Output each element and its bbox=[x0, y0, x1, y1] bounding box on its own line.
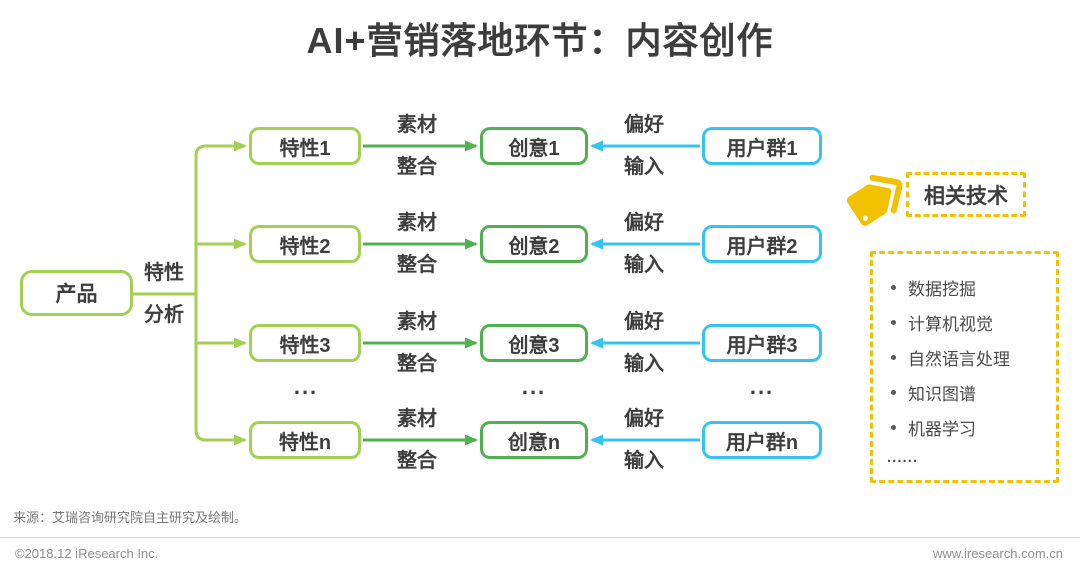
list-item: 数据挖掘 bbox=[887, 270, 1046, 305]
preference-input-label-1: 偏好输入 bbox=[624, 114, 664, 178]
feature-label-1: 特性1 bbox=[279, 137, 331, 160]
footer-divider bbox=[0, 537, 1080, 538]
preference-input-label-n: 偏好输入 bbox=[624, 408, 664, 472]
creative-label-n: 创意n bbox=[507, 431, 561, 454]
creative-node-3: 创意3 bbox=[480, 324, 588, 362]
user-group-node-3: 用户群3 bbox=[702, 324, 822, 362]
user-group-node-2: 用户群2 bbox=[702, 225, 822, 263]
preference-input-label-2: 偏好输入 bbox=[624, 212, 664, 276]
related-tech-list: 数据挖掘 计算机视觉 自然语言处理 知识图谱 机器学习 ...... bbox=[870, 251, 1059, 483]
creative-label-2: 创意2 bbox=[508, 235, 560, 258]
related-tech-title: 相关技术 bbox=[906, 172, 1026, 217]
user-group-node-1: 用户群1 bbox=[702, 127, 822, 165]
list-more-ellipsis: ...... bbox=[887, 449, 919, 466]
source-note: 来源：艾瑞咨询研究院自主研究及绘制。 bbox=[13, 510, 248, 525]
feature-node-1: 特性1 bbox=[249, 127, 361, 165]
preference-input-label-3: 偏好输入 bbox=[624, 311, 664, 375]
material-integration-label-n: 素材整合 bbox=[397, 408, 437, 472]
bullet-dot-icon bbox=[891, 285, 896, 290]
list-item: 自然语言处理 bbox=[887, 340, 1046, 375]
list-item: 机器学习 bbox=[887, 410, 1046, 445]
creative-label-3: 创意3 bbox=[508, 334, 560, 357]
creative-label-1: 创意1 bbox=[508, 137, 560, 160]
list-item: 计算机视觉 bbox=[887, 305, 1046, 340]
user-group-label-n: 用户群n bbox=[725, 431, 799, 454]
user-group-ellipsis: ... bbox=[749, 374, 775, 399]
tags-icon bbox=[846, 174, 903, 226]
page-title: AI+营销落地环节：内容创作 bbox=[306, 20, 774, 61]
creative-ellipsis: ... bbox=[521, 374, 547, 399]
feature-analysis-label: 特性 分析 bbox=[134, 263, 194, 325]
feature-node-2: 特性2 bbox=[249, 225, 361, 263]
bullet-dot-icon bbox=[891, 320, 896, 325]
creative-node-n: 创意n bbox=[480, 421, 588, 459]
feature-analysis-line2: 分析 bbox=[144, 304, 184, 326]
bullet-dot-icon bbox=[891, 355, 896, 360]
website-text: www.iresearch.com.cn bbox=[932, 546, 1063, 561]
list-item: 知识图谱 bbox=[887, 375, 1046, 410]
user-group-node-n: 用户群n bbox=[702, 421, 822, 459]
copyright-text: ©2018.12 iResearch Inc. bbox=[15, 546, 159, 561]
feature-label-n: 特性n bbox=[278, 431, 332, 454]
feature-node-3: 特性3 bbox=[249, 324, 361, 362]
user-group-label-2: 用户群2 bbox=[726, 235, 798, 258]
bullet-dot-icon bbox=[891, 390, 896, 395]
product-label: 产品 bbox=[55, 283, 98, 306]
material-integration-label-3: 素材整合 bbox=[397, 311, 437, 375]
bullet-dot-icon bbox=[891, 425, 896, 430]
feature-label-3: 特性3 bbox=[279, 334, 331, 357]
user-group-label-3: 用户群3 bbox=[726, 334, 798, 357]
feature-analysis-line1: 特性 bbox=[144, 262, 184, 284]
feature-node-n: 特性n bbox=[249, 421, 361, 459]
material-integration-label-1: 素材整合 bbox=[397, 114, 437, 178]
material-integration-label-2: 素材整合 bbox=[397, 212, 437, 276]
product-node: 产品 bbox=[20, 270, 133, 316]
feature-label-2: 特性2 bbox=[279, 235, 331, 258]
feature-ellipsis: ... bbox=[293, 374, 319, 399]
creative-node-1: 创意1 bbox=[480, 127, 588, 165]
creative-node-2: 创意2 bbox=[480, 225, 588, 263]
user-group-label-1: 用户群1 bbox=[726, 137, 798, 160]
